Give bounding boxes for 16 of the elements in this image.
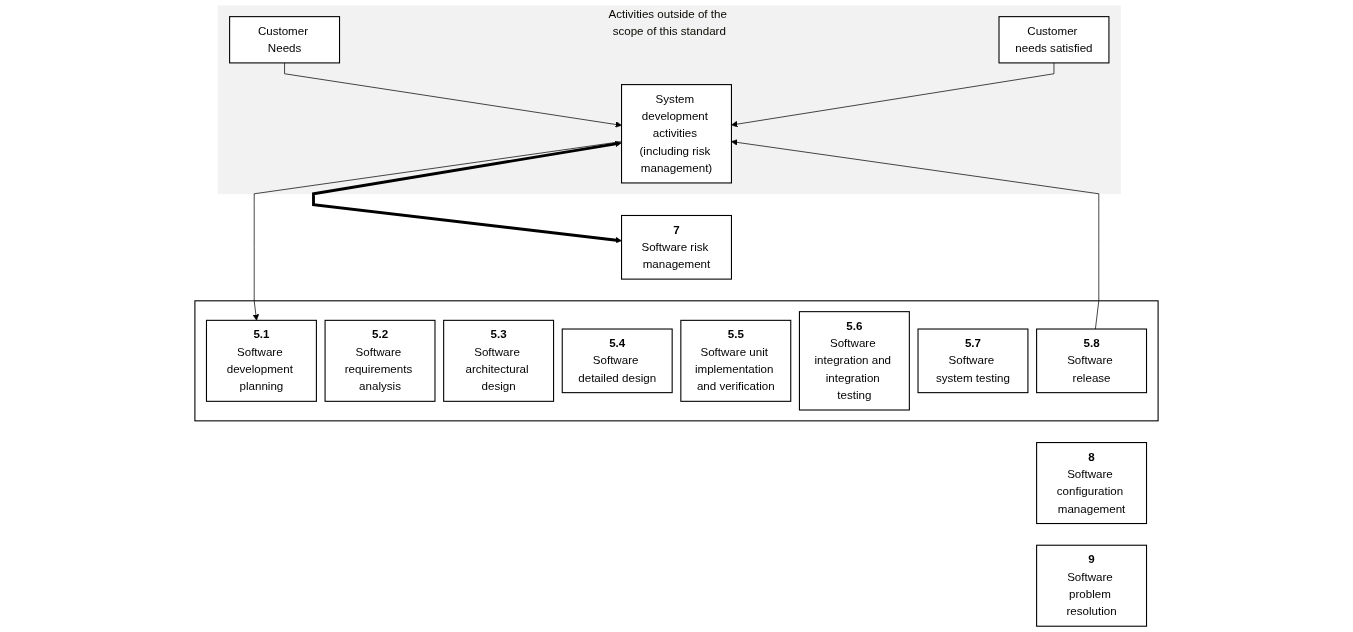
- node-box: 5.8 Software release: [1036, 328, 1148, 394]
- node-box: Customer needs satisfied: [998, 16, 1110, 64]
- node-box: 5.2 Software requirements analysis: [324, 319, 436, 402]
- cluster: [194, 300, 1159, 422]
- node-box: Customer Needs: [229, 16, 341, 64]
- node-box: 9 Software problem resolution: [1036, 544, 1148, 627]
- node-box: 5.4 Software detailed design: [561, 328, 673, 394]
- arrow: [312, 140, 622, 244]
- node-box: System development activities (including risk management): [621, 84, 732, 184]
- node-box: 7 Software risk management: [621, 214, 732, 280]
- node-box: 5.7 Software system testing: [917, 328, 1029, 394]
- node-box: 5.1 Software development planning: [205, 319, 317, 402]
- node-box: 5.6 Software integration and integration testing: [798, 311, 910, 411]
- node-box: 5.5 Software unit implementation and verification: [680, 319, 792, 402]
- node-box: 8 Software configuration management: [1036, 442, 1148, 525]
- node-box: 5.3 Software architectural design: [443, 319, 555, 402]
